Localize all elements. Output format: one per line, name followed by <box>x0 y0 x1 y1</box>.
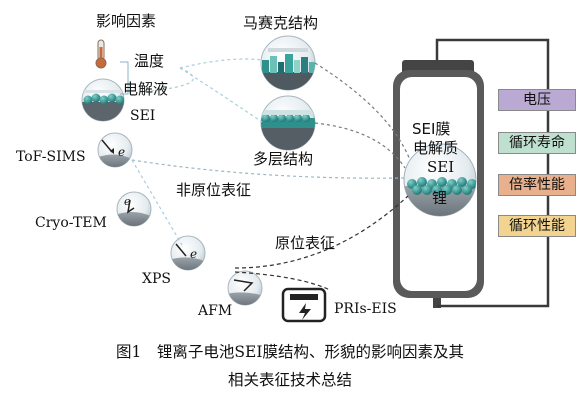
factor-electrolyte: 电解液 <box>123 80 169 98</box>
factors-heading: 影响因素 <box>96 12 157 30</box>
multilayer-structure-sphere <box>260 95 316 151</box>
figure-caption-line2: 相关表征技术总结 <box>227 371 352 389</box>
in-situ-label: 原位表征 <box>275 234 336 252</box>
factor-temperature: 温度 <box>134 52 165 70</box>
connector-lines <box>131 58 411 291</box>
factor-sei: SEI <box>130 108 156 124</box>
eis-instrument-icon <box>281 287 327 323</box>
figure-caption-line1: 图1 锂离子电池SEI膜结构、形貌的影响因素及其 <box>116 343 464 361</box>
mosaic-structure-sphere <box>260 35 316 91</box>
xps-probe: e <box>170 235 206 271</box>
property-tag-rate-performance: 倍率性能 <box>498 174 576 196</box>
property-tag-cycle-life: 循环寿命 <box>498 132 576 154</box>
circuit-wire <box>435 38 550 308</box>
cryo-tem-probe: e <box>116 191 152 227</box>
battery-terminal <box>433 298 441 308</box>
battery-label-sei-film: SEI膜 <box>412 120 451 138</box>
technique-tof-sims: ToF-SIMS <box>16 149 86 165</box>
property-tag-voltage: 电压 <box>498 89 576 111</box>
svg-text:e: e <box>118 145 125 159</box>
battery-label-lithium: 锂 <box>432 189 448 207</box>
battery-label-sei: SEI <box>427 158 455 176</box>
structure-mosaic-label: 马赛克结构 <box>243 14 319 32</box>
battery-label-electrolyte: 电解质 <box>413 139 459 157</box>
factor-sei-sphere <box>81 78 125 122</box>
structure-multilayer-label: 多层结构 <box>253 150 314 168</box>
technique-xps: XPS <box>142 271 171 287</box>
technique-cryo-tem: Cryo-TEM <box>35 215 107 231</box>
thermometer-icon <box>95 39 107 69</box>
technique-afm: AFM <box>198 303 233 319</box>
svg-text:e: e <box>190 247 197 261</box>
tof-sims-probe: e <box>97 132 133 168</box>
ex-situ-label: 非原位表征 <box>176 181 252 199</box>
factor-bracket <box>120 61 129 95</box>
technique-pris-eis: PRIs-EIS <box>334 301 397 317</box>
svg-text:e: e <box>124 195 131 208</box>
afm-probe <box>227 270 263 306</box>
property-tag-cycle-performance: 循环性能 <box>498 215 576 237</box>
